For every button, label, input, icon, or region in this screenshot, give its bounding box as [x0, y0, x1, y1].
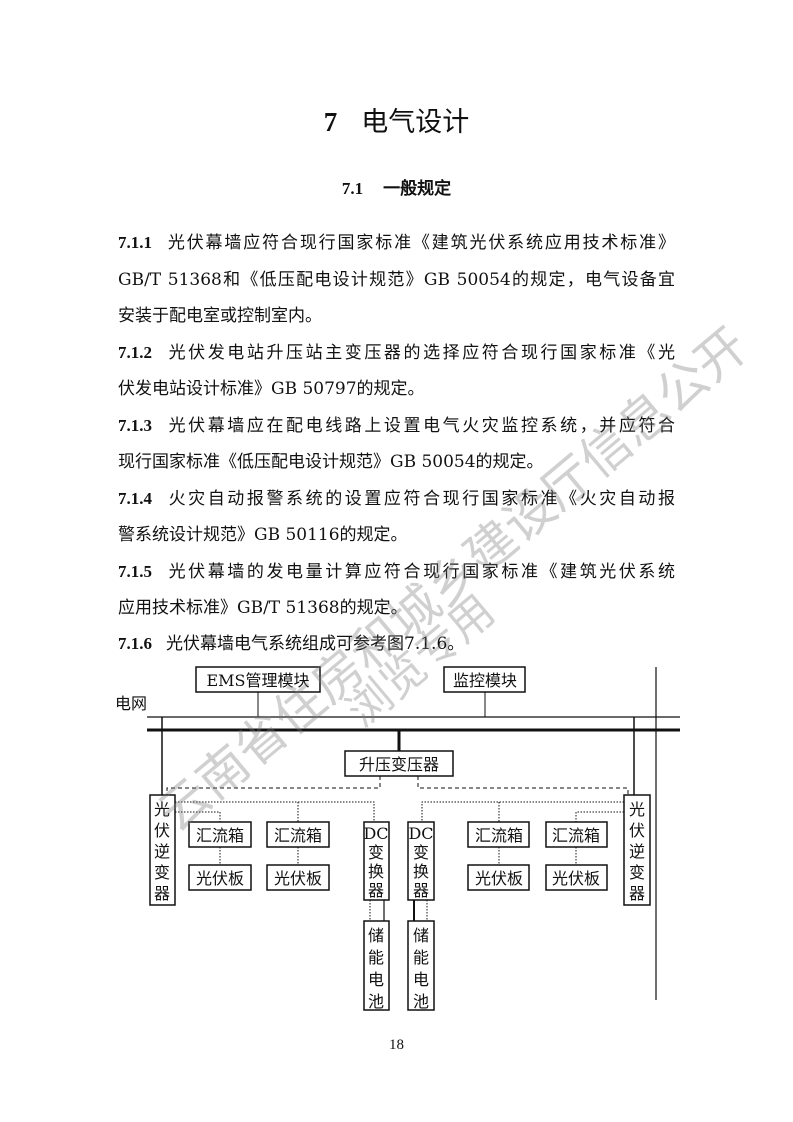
- dc-converter-box: DC: [408, 824, 433, 843]
- energy-storage-battery-box: 能: [413, 948, 429, 967]
- grid-label: 电网: [115, 694, 147, 713]
- section-title: 7.1 一般规定: [0, 174, 793, 199]
- dc-converter-box: DC: [363, 824, 388, 843]
- energy-storage-battery-box: 储: [413, 926, 429, 945]
- combiner-box: 汇流箱: [552, 826, 600, 845]
- text-line: 现行国家标准《低压配电设计规范》GB 50054的规定。: [118, 451, 675, 473]
- pv-panel-box: 光伏板: [552, 869, 600, 888]
- chapter-title: 7 电气设计: [0, 100, 793, 139]
- pv-panel-box: 光伏板: [274, 869, 322, 888]
- energy-storage-battery-box: 能: [368, 948, 384, 967]
- clause-number: 7.1.3: [118, 416, 152, 435]
- text-line: 7.1.1 光伏幕墙应符合现行国家标准《建筑光伏系统应用技术标准》: [118, 232, 675, 254]
- pv-inverter-box: 器: [629, 884, 645, 903]
- dc-converter-box: 变: [413, 843, 429, 862]
- text-line: 安装于配电室或控制室内。: [118, 305, 675, 327]
- chapter-number: 7: [323, 107, 338, 137]
- dc-converter-box: 器: [368, 881, 384, 900]
- text-line: 7.1.4 火灾自动报警系统的设置应符合现行国家标准《火灾自动报: [118, 488, 675, 510]
- pv-inverter-box: 光: [629, 800, 645, 819]
- clause-text: 光伏幕墙应在配电线路上设置电气火灾监控系统，并应符合: [166, 416, 675, 436]
- combiner-box: 汇流箱: [475, 826, 523, 845]
- section-title-text: 一般规定: [383, 179, 452, 199]
- text-line: 7.1.5 光伏幕墙的发电量计算应符合现行国家标准《建筑光伏系统: [118, 561, 675, 583]
- pv-inverter-box: 光: [154, 800, 170, 819]
- energy-storage-battery-box: 池: [368, 992, 384, 1011]
- monitor-module-box: 监控模块: [453, 671, 517, 690]
- step-up-transformer-box: 升压变压器: [359, 755, 439, 774]
- dc-converter-box: 换: [368, 862, 384, 881]
- energy-storage-battery-box: 池: [413, 992, 429, 1011]
- clause-text: 伏发电站设计标准》GB 50797的规定。: [118, 379, 425, 399]
- energy-storage-battery-box: 电: [413, 970, 429, 989]
- chapter-title-text: 电气设计: [361, 107, 470, 138]
- dc-converter-box: 器: [413, 881, 429, 900]
- energy-storage-battery-box: 电: [368, 970, 384, 989]
- text-line: 伏发电站设计标准》GB 50797的规定。: [118, 378, 675, 400]
- clause-number: 7.1.6: [118, 634, 152, 653]
- pv-panel-box: 光伏板: [196, 869, 244, 888]
- clause-text: 光伏幕墙的发电量计算应符合现行国家标准《建筑光伏系统: [166, 562, 675, 582]
- clause-text: 安装于配电室或控制室内。: [118, 306, 322, 326]
- pv-inverter-box: 逆: [629, 842, 645, 861]
- clause-number: 7.1.5: [118, 562, 152, 581]
- energy-storage-battery-box: 储: [368, 926, 384, 945]
- section-number: 7.1: [341, 179, 364, 198]
- ems-module-box: EMS管理模块: [206, 671, 309, 690]
- clause-number: 7.1.4: [118, 489, 152, 508]
- clause-text: 光伏幕墙应符合现行国家标准《建筑光伏系统应用技术标准》: [166, 233, 675, 253]
- pv-inverter-box: 器: [154, 884, 170, 903]
- text-line: GB/T 51368和《低压配电设计规范》GB 50054的规定，电气设备宜: [118, 269, 675, 291]
- clause-text: 现行国家标准《低压配电设计规范》GB 50054的规定。: [118, 452, 544, 472]
- text-line: 警系统设计规范》GB 50116的规定。: [118, 524, 675, 546]
- pv-inverter-box: 伏: [629, 821, 645, 840]
- pv-inverter-box: 逆: [154, 842, 170, 861]
- clause-text: GB/T 51368和《低压配电设计规范》GB 50054的规定，电气设备宜: [118, 270, 675, 290]
- clause-text: 光伏幕墙电气系统组成可参考图7.1.6。: [166, 634, 465, 654]
- clause-text: 警系统设计规范》GB 50116的规定。: [118, 525, 408, 545]
- text-line: 7.1.2 光伏发电站升压站主变压器的选择应符合现行国家标准《光: [118, 342, 675, 364]
- text-line: 7.1.6 光伏幕墙电气系统组成可参考图7.1.6。: [118, 633, 675, 655]
- clause-number: 7.1.2: [118, 343, 152, 362]
- clause-text: 光伏发电站升压站主变压器的选择应符合现行国家标准《光: [166, 343, 675, 363]
- text-line: 7.1.3 光伏幕墙应在配电线路上设置电气火灾监控系统，并应符合: [118, 415, 675, 437]
- pv-inverter-box: 变: [629, 863, 645, 882]
- dc-converter-box: 换: [413, 862, 429, 881]
- combiner-box: 汇流箱: [274, 826, 322, 845]
- pv-inverter-box: 变: [154, 863, 170, 882]
- clause-text: 火灾自动报警系统的设置应符合现行国家标准《火灾自动报: [166, 489, 675, 509]
- clause-text: 应用技术标准》GB/T 51368的规定。: [118, 598, 408, 618]
- text-line: 应用技术标准》GB/T 51368的规定。: [118, 597, 675, 619]
- pv-panel-box: 光伏板: [475, 869, 523, 888]
- combiner-box: 汇流箱: [196, 826, 244, 845]
- clause-number: 7.1.1: [118, 233, 152, 252]
- page-number: 18: [389, 1037, 404, 1053]
- pv-inverter-box: 伏: [154, 821, 170, 840]
- dc-converter-box: 变: [368, 843, 384, 862]
